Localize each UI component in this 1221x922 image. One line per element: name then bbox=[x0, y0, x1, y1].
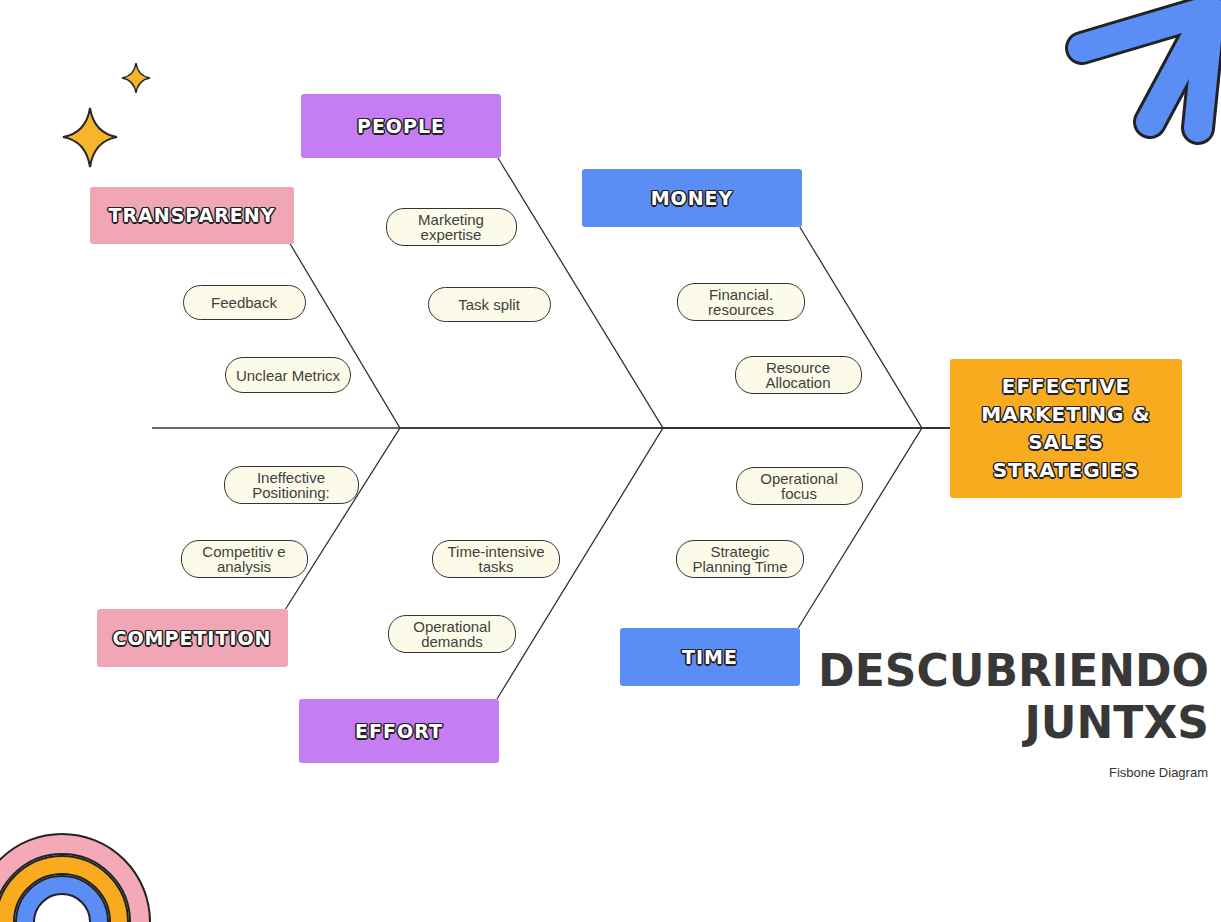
node-text: EFFORT bbox=[355, 719, 443, 743]
cause-pill: Ineffective Positioning: bbox=[224, 466, 359, 504]
category-box: EFFORT bbox=[299, 699, 499, 763]
node-text: MONEY bbox=[651, 186, 734, 210]
node-text: Financial. resources bbox=[686, 287, 796, 317]
cause-pill: Time-intensive tasks bbox=[432, 540, 560, 578]
category-box: TIME bbox=[620, 628, 800, 686]
node-text: Operational focus bbox=[745, 471, 854, 501]
effect-box: EFFECTIVE MARKETING & SALES STRATEGIES bbox=[950, 359, 1182, 498]
cause-pill: Financial. resources bbox=[677, 283, 805, 321]
cause-pill: Marketing expertise bbox=[386, 208, 517, 246]
fish-bone bbox=[290, 244, 950, 429]
star bbox=[122, 63, 150, 93]
node-text: Operational demands bbox=[397, 619, 507, 649]
node-text: PEOPLE bbox=[357, 114, 445, 138]
node-text: Unclear Metricx bbox=[236, 368, 340, 383]
node-text: Ineffective Positioning: bbox=[233, 470, 350, 500]
star bbox=[63, 108, 117, 167]
category-box: PEOPLE bbox=[301, 94, 501, 158]
fish-bone bbox=[798, 428, 950, 628]
node-text: Strategic Planning Time bbox=[685, 544, 795, 574]
fish-bone bbox=[286, 428, 950, 609]
category-box: MONEY bbox=[582, 169, 802, 227]
category-box: COMPETITION bbox=[97, 609, 288, 667]
cause-pill: Resource Allocation bbox=[735, 356, 862, 394]
cause-pill: Feedback bbox=[183, 285, 306, 320]
spine-tail bbox=[152, 427, 400, 428]
cause-pill: Operational focus bbox=[736, 467, 863, 505]
fish-bone bbox=[498, 158, 950, 428]
node-text: Marketing expertise bbox=[395, 212, 508, 242]
node-text: Time-intensive tasks bbox=[441, 544, 551, 574]
fish-bone bbox=[800, 227, 950, 428]
caption: Fisbone Diagram bbox=[1109, 765, 1208, 780]
node-text: Feedback bbox=[211, 295, 277, 310]
category-box: TRANSPARENY bbox=[90, 187, 294, 244]
node-text: TRANSPARENY bbox=[108, 203, 275, 227]
title: DESCUBRIENDO JUNTXS bbox=[799, 645, 1209, 749]
cause-pill: Strategic Planning Time bbox=[676, 540, 804, 578]
cause-pill: Unclear Metricx bbox=[225, 357, 351, 393]
node-text: Task split bbox=[458, 297, 520, 312]
cause-pill: Competitiv e analysis bbox=[181, 540, 308, 578]
cause-pill: Operational demands bbox=[388, 615, 516, 653]
node-text: TIME bbox=[682, 645, 738, 669]
node-text: Competitiv e analysis bbox=[190, 544, 299, 574]
node-text: COMPETITION bbox=[112, 626, 271, 650]
cause-pill: Task split bbox=[428, 287, 551, 322]
node-text: EFFECTIVE MARKETING & SALES STRATEGIES bbox=[962, 372, 1170, 484]
node-text: Resource Allocation bbox=[744, 360, 853, 390]
rainbow bbox=[0, 844, 140, 922]
asterisk bbox=[1082, 10, 1210, 128]
